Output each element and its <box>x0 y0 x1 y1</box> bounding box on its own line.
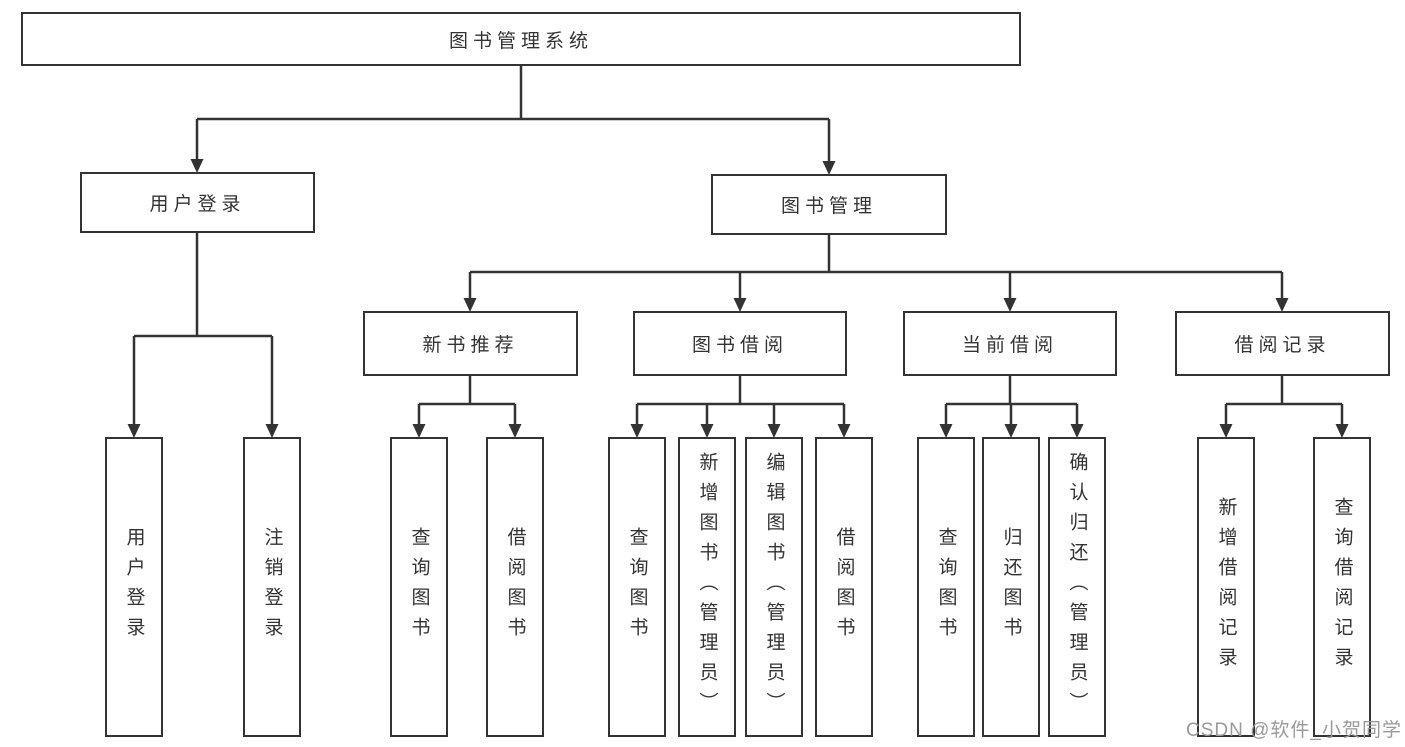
node-query-borrow-record-label: 查询借阅记录 <box>1331 497 1353 677</box>
node-confirm-return-admin-label: 确认归还（管理员） <box>1066 452 1088 722</box>
node-query-books-current: 查询图书 <box>917 437 975 737</box>
node-edit-books-admin: 编辑图书（管理员） <box>745 437 803 737</box>
node-borrow-books-recommend-label: 借阅图书 <box>504 527 526 647</box>
node-new-book-recommendation: 新书推荐 <box>363 311 578 376</box>
node-current-borrowing: 当前借阅 <box>903 311 1117 376</box>
node-user-login: 用户登录 <box>80 172 315 233</box>
node-logout-leaf-label: 注销登录 <box>261 527 283 647</box>
node-book-management-label: 图书管理 <box>780 196 877 217</box>
node-current-borrowing-label: 当前借阅 <box>961 335 1058 356</box>
node-add-books-admin: 新增图书（管理员） <box>678 437 736 737</box>
node-book-borrowing: 图书借阅 <box>633 311 847 376</box>
node-borrowing-records: 借阅记录 <box>1175 311 1390 376</box>
node-return-books: 归还图书 <box>982 437 1040 737</box>
node-library-system-label: 图书管理系统 <box>448 30 593 52</box>
node-query-borrow-record: 查询借阅记录 <box>1313 437 1371 737</box>
node-borrow-books-recommend: 借阅图书 <box>486 437 544 737</box>
node-user-login-leaf: 用户登录 <box>105 437 163 737</box>
node-logout-leaf: 注销登录 <box>243 437 301 737</box>
node-query-books-borrowing-label: 查询图书 <box>626 527 648 647</box>
node-book-borrowing-label: 图书借阅 <box>691 335 788 356</box>
node-add-borrow-record: 新增借阅记录 <box>1197 437 1255 737</box>
node-borrow-books-leaf-label: 借阅图书 <box>833 527 855 647</box>
node-query-books-borrowing: 查询图书 <box>608 437 666 737</box>
node-user-login-leaf-label: 用户登录 <box>123 527 145 647</box>
node-confirm-return-admin: 确认归还（管理员） <box>1048 437 1106 737</box>
node-user-login-label: 用户登录 <box>149 194 246 215</box>
node-library-system: 图书管理系统 <box>21 12 1021 66</box>
node-borrow-books-leaf: 借阅图书 <box>815 437 873 737</box>
node-borrowing-records-label: 借阅记录 <box>1234 335 1331 356</box>
node-return-books-label: 归还图书 <box>1000 527 1022 647</box>
node-edit-books-admin-label: 编辑图书（管理员） <box>763 452 785 722</box>
node-book-management: 图书管理 <box>711 174 947 235</box>
node-query-books-recommend-label: 查询图书 <box>408 527 430 647</box>
watermark-text: CSDN @软件_小贺同学 <box>1186 720 1402 741</box>
node-query-books-current-label: 查询图书 <box>935 527 957 647</box>
node-add-borrow-record-label: 新增借阅记录 <box>1215 497 1237 677</box>
node-add-books-admin-label: 新增图书（管理员） <box>696 452 718 722</box>
arrowheads <box>127 159 1349 438</box>
node-new-book-recommendation-label: 新书推荐 <box>422 335 519 356</box>
node-query-books-recommend: 查询图书 <box>390 437 448 737</box>
